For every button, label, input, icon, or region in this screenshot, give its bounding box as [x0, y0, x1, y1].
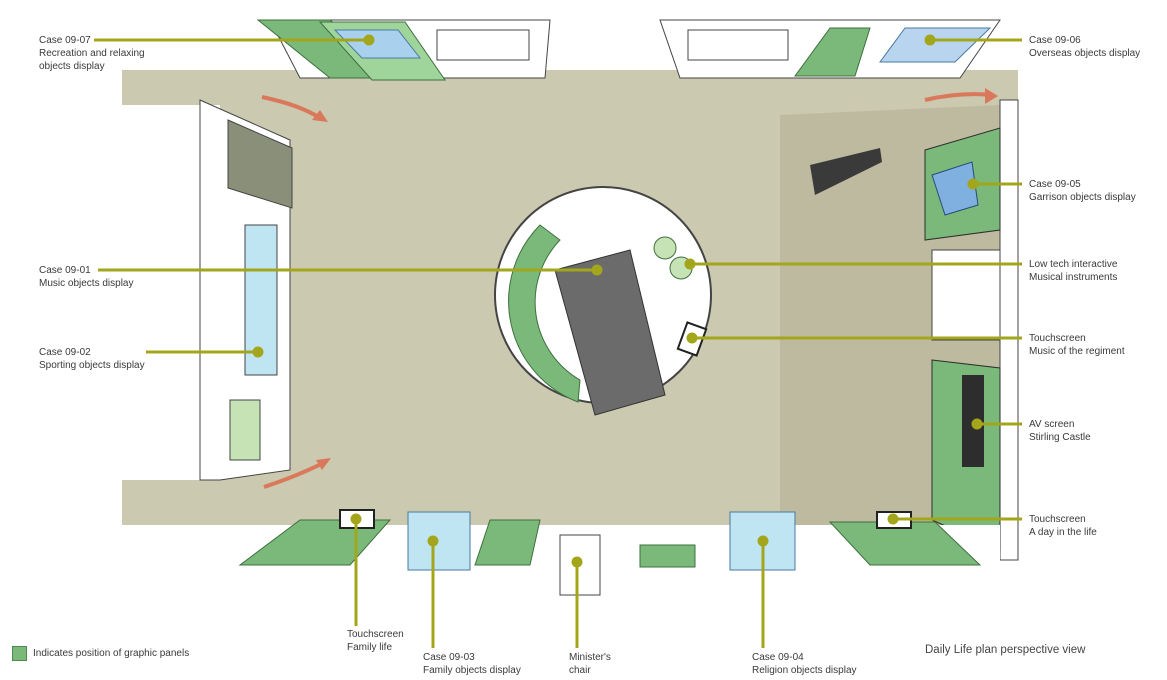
- label-line: Case 09-04: [752, 652, 804, 663]
- label-line: Touchscreen: [347, 629, 404, 640]
- wall-bench: [810, 148, 882, 195]
- label-line: Musical instruments: [1029, 272, 1118, 283]
- case-09-01: [554, 249, 666, 416]
- label-line: Family life: [347, 642, 393, 653]
- label-line: Touchscreen: [1029, 514, 1086, 525]
- legend-label: Indicates position of graphic panels: [33, 648, 190, 659]
- case-09-02: [244, 224, 278, 376]
- drum-instrument: [653, 236, 677, 260]
- label-line: Low tech interactive: [1029, 259, 1118, 270]
- graphic-panel: [474, 519, 541, 566]
- label-line: Case 09-03: [423, 652, 475, 663]
- label-touch-day: Touchscreen A day in the life: [1029, 513, 1097, 539]
- diagram-title: Daily Life plan perspective view: [925, 644, 1086, 656]
- label-line: Sporting objects display: [39, 360, 145, 371]
- label-line: Case 09-07: [39, 35, 91, 46]
- label-line: objects display: [39, 61, 105, 72]
- arrow-heads: [312, 88, 998, 470]
- graphic-panel: [794, 27, 871, 77]
- top-vent: [687, 29, 789, 61]
- label-line: Touchscreen: [1029, 333, 1086, 344]
- label-line: Case 09-02: [39, 347, 91, 358]
- case-glass: [931, 161, 979, 216]
- label-line: chair: [569, 665, 591, 676]
- label-line: Recreation and relaxing: [39, 48, 145, 59]
- label-line: Family objects display: [423, 665, 521, 676]
- label-minister: Minister's chair: [569, 651, 611, 677]
- label-line: Stirling Castle: [1029, 432, 1091, 443]
- graphic-panel: [227, 119, 293, 209]
- graphic-panel: [229, 399, 261, 461]
- case-09-06: [879, 27, 992, 63]
- label-line: Music of the regiment: [1029, 346, 1125, 357]
- label-line: Case 09-05: [1029, 179, 1081, 190]
- label-line: Garrison objects display: [1029, 192, 1136, 203]
- legend: Indicates position of graphic panels: [12, 646, 189, 661]
- label-line: AV screen: [1029, 419, 1075, 430]
- label-line: Religion objects display: [752, 665, 857, 676]
- top-vent: [436, 29, 530, 61]
- label-line: A day in the life: [1029, 527, 1097, 538]
- label-line: Music objects display: [39, 278, 134, 289]
- label-line: Case 09-06: [1029, 35, 1081, 46]
- legend-swatch: [12, 646, 27, 661]
- case-09-03: [407, 511, 471, 571]
- callout-lines: [94, 34, 1022, 648]
- case-glass: [333, 29, 422, 59]
- label-line: Minister's: [569, 652, 611, 663]
- label-line: Overseas objects display: [1029, 48, 1141, 59]
- right-wall: [999, 99, 1019, 561]
- graphic-panel: [639, 544, 696, 568]
- label-line: Case 09-01: [39, 265, 91, 276]
